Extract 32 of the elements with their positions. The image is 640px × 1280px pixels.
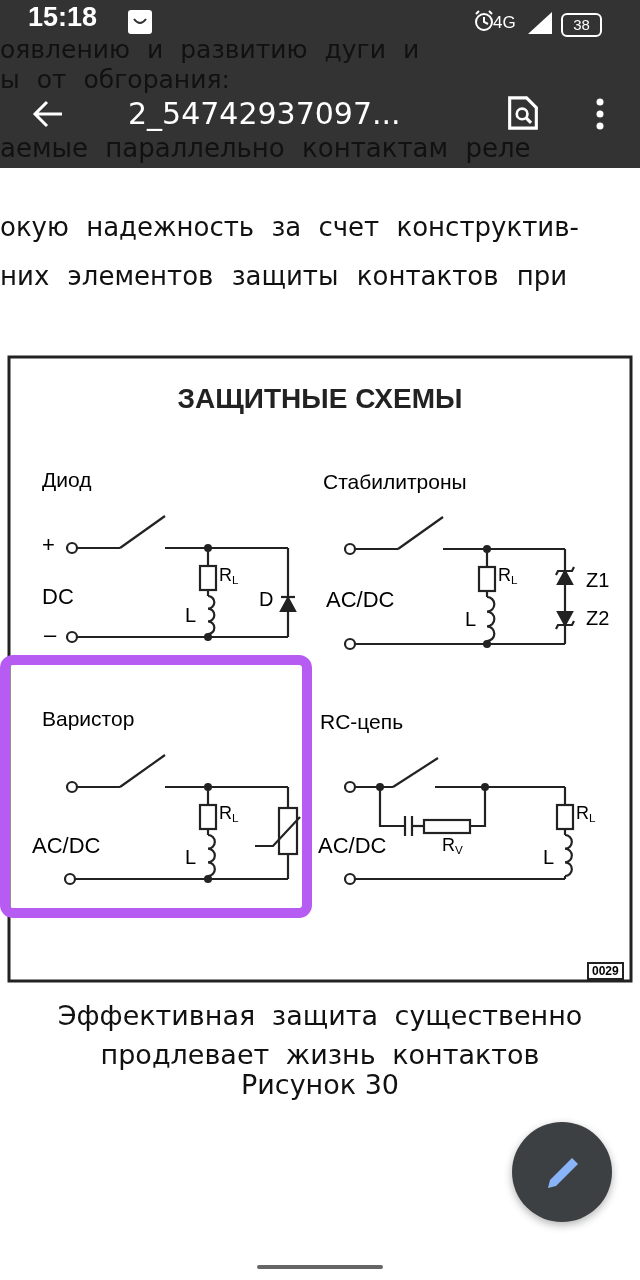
component-label: R$_{V}$ <box>442 836 463 857</box>
component-label: D <box>259 588 274 610</box>
component-label: L <box>185 846 197 868</box>
body-text: окую надежность за счет конструктив- <box>0 213 579 242</box>
component-label: R$_{L}$ <box>576 804 596 825</box>
circuit-heading: RC-цепь <box>320 710 404 734</box>
component-label: Z2 <box>586 607 610 629</box>
voltage-label: AC/DC <box>318 834 387 859</box>
circuit-heading: Диод <box>42 468 92 492</box>
figure-caption: Эффективная защита существенно продлевает жизнь контактов <box>56 999 584 1073</box>
component-label: Z1 <box>586 569 610 591</box>
status-time: 15:18 <box>28 3 98 33</box>
network-type-label: 4G <box>493 14 516 33</box>
voltage-label: AC/DC <box>32 834 101 859</box>
battery-indicator: 38 <box>561 13 602 37</box>
voltage-label: DC <box>42 585 74 610</box>
component-label: L <box>543 846 555 868</box>
terminal-sign: + <box>42 533 55 558</box>
figure-title: ЗАЩИТНЫЕ СХЕМЫ <box>177 384 463 415</box>
component-label: L <box>465 608 477 630</box>
component-label: R$_{L}$ <box>498 566 518 587</box>
figure-number: 0029 <box>587 962 624 980</box>
voltage-label: AC/DC <box>326 588 395 613</box>
component-label: R$_{L}$ <box>219 804 239 825</box>
component-label: R$_{L}$ <box>219 566 239 587</box>
component-label: L <box>185 604 197 626</box>
circuit-heading: Стабилитроны <box>323 470 467 494</box>
circuit-heading: Варистор <box>42 707 135 731</box>
figure-label: Рисунок 30 <box>240 1070 400 1100</box>
document-title: 2_54742937097... <box>128 97 401 130</box>
body-text: них элементов защиты контактов при <box>0 262 568 291</box>
terminal-sign: – <box>44 623 57 648</box>
